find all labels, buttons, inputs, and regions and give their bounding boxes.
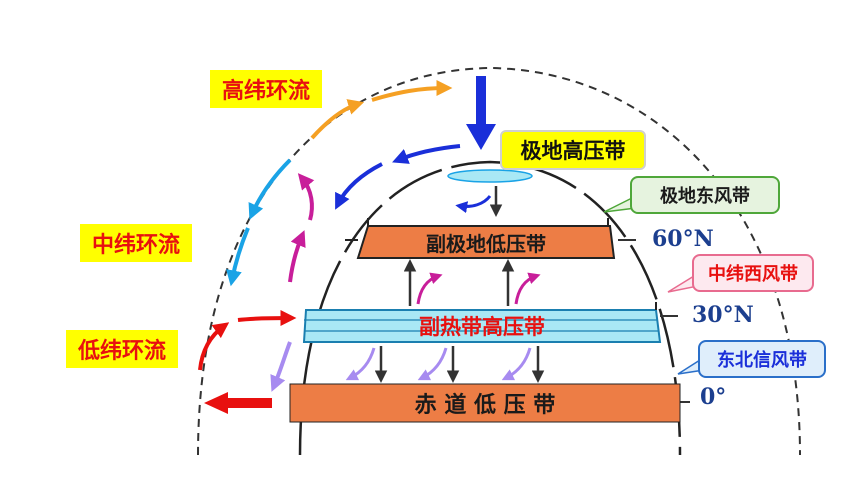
trade-curl-3 xyxy=(501,347,532,381)
ne-trades-callout: 东北信风带 xyxy=(698,340,826,378)
trade-return-arrow xyxy=(204,392,272,414)
lat60-label: 60°N xyxy=(652,226,714,252)
equatorial-low-belt xyxy=(289,383,681,423)
subpolar-low-belt xyxy=(356,225,616,259)
polar-easterlies-callout: 极地东风带 xyxy=(630,176,780,214)
low-cell-arrow-1 xyxy=(198,322,230,371)
mid-cell-arrow-2 xyxy=(226,227,250,287)
low-inner-arrow xyxy=(270,341,292,392)
westerly-curl-1 xyxy=(416,272,443,305)
mid-cell-arrow-1 xyxy=(248,158,292,220)
low-cell-label: 低纬环流 xyxy=(66,330,178,368)
westerlies-callout: 中纬西风带 xyxy=(692,254,814,292)
mid-cell-label: 中纬环流 xyxy=(80,224,192,262)
subpolar-low-label: 副极地低压带 xyxy=(426,231,546,256)
high-cell-label: 高纬环流 xyxy=(210,70,322,108)
polar-high-label: 极地高压带 xyxy=(500,130,646,170)
polar-descent-arrow xyxy=(466,76,496,150)
subtropical-high-label: 副热带高压带 xyxy=(419,315,545,339)
mid-inner-arrow-1 xyxy=(288,230,306,283)
westerly-curl-2 xyxy=(514,272,541,305)
mid-inner-arrow-2 xyxy=(297,173,315,221)
high-cell-arrow-1 xyxy=(310,99,365,140)
high-cell-arrow-2 xyxy=(371,80,453,102)
atmosphere-boundary xyxy=(197,66,801,456)
low-cell-arrow-2 xyxy=(237,310,297,327)
trade-curl-2 xyxy=(417,347,448,381)
polar-flow-arrow-1 xyxy=(392,144,461,164)
earth-outline xyxy=(298,160,682,456)
polar-high-disc xyxy=(447,169,533,183)
equatorial-low-label: 赤 道 低 压 带 xyxy=(414,393,556,418)
polar-small-arrow xyxy=(455,195,492,214)
lat0-label: 0° xyxy=(700,384,727,410)
polar-flow-arrow-2 xyxy=(335,162,383,210)
trade-curl-1 xyxy=(345,347,376,381)
lat30-label: 30°N xyxy=(692,302,754,328)
